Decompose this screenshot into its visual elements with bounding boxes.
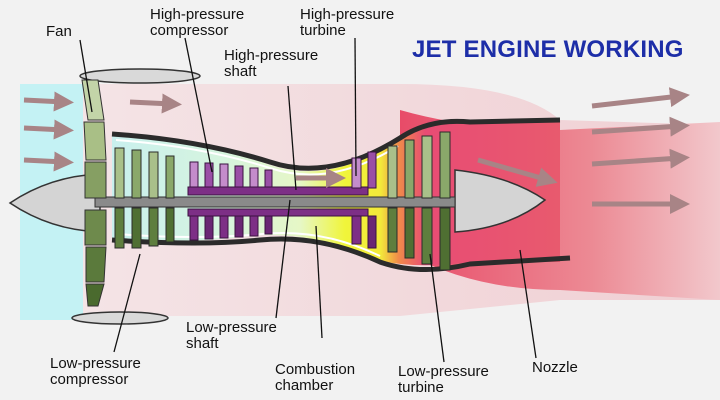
label-low-pressure-shaft: Low-pressure shaft [186,319,277,352]
airflow-arrows [23,87,690,214]
label-high-pressure-compressor: High-pressure compressor [150,6,245,39]
nacelle-top [79,68,201,84]
low-pressure-compressor-blades [114,147,175,249]
tail-cone [454,169,547,233]
label-high-pressure-shaft: High-pressure shaft [224,47,319,80]
casing-bottom [111,236,571,272]
label-low-pressure-compressor: Low-pressure compressor [50,355,141,388]
high-pressure-compressor-blades [189,161,273,241]
casing-top [111,117,561,171]
high-pressure-shaft [187,186,369,196]
fan-blades [81,79,107,307]
nacelle-bottom [71,311,169,325]
label-fan: Fan [46,23,72,40]
label-nozzle: Nozzle [532,359,578,376]
low-pressure-shaft [94,196,456,208]
label-combustion-chamber: Combustion chamber [275,361,356,394]
label-low-pressure-turbine: Low-pressure turbine [398,363,489,396]
diagram-title: JET ENGINE WORKING [412,36,684,63]
leader-lines [79,37,537,363]
label-high-pressure-turbine: High-pressure turbine [300,6,395,39]
low-pressure-turbine-blades [387,131,451,271]
